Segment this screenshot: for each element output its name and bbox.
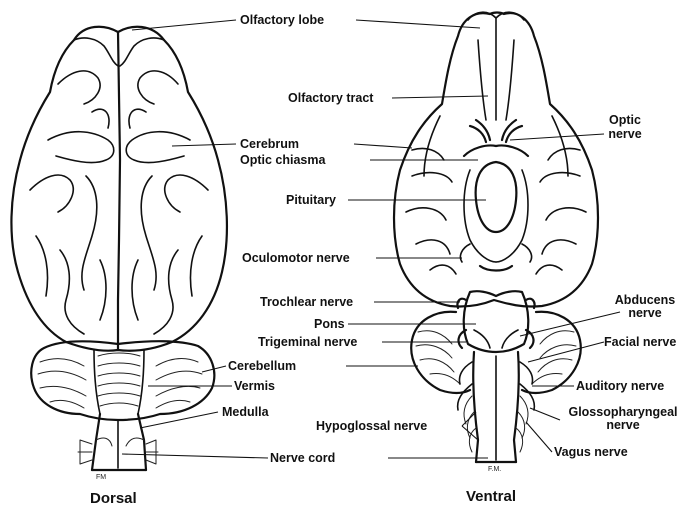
label-glossopharyngeal-nerve: Glossopharyngeal nerve bbox=[560, 406, 686, 432]
label-trochlear-nerve: Trochlear nerve bbox=[260, 295, 353, 309]
label-olfactory-tract: Olfactory tract bbox=[288, 91, 373, 105]
ventral-brain bbox=[394, 12, 598, 462]
label-medulla: Medulla bbox=[222, 405, 269, 419]
label-cerebellum: Cerebellum bbox=[228, 359, 296, 373]
optic-chiasma bbox=[464, 145, 528, 156]
view-title-dorsal: Dorsal bbox=[90, 490, 137, 507]
dorsal-medulla bbox=[92, 414, 146, 470]
label-trigeminal-nerve: Trigeminal nerve bbox=[258, 335, 357, 349]
signature-ventral: F.M. bbox=[488, 466, 501, 473]
dorsal-brain bbox=[11, 27, 227, 470]
label-abducens-nerve: Abducens nerve bbox=[612, 294, 678, 320]
label-hypoglossal-nerve: Hypoglossal nerve bbox=[316, 419, 427, 433]
label-pituitary: Pituitary bbox=[286, 193, 336, 207]
view-title-ventral: Ventral bbox=[466, 488, 516, 505]
label-oculomotor-nerve: Oculomotor nerve bbox=[242, 251, 350, 265]
label-nerve-cord: Nerve cord bbox=[270, 451, 335, 465]
signature-dorsal: FM bbox=[96, 474, 106, 481]
label-pons: Pons bbox=[314, 317, 345, 331]
label-facial-nerve: Facial nerve bbox=[604, 335, 676, 349]
label-optic-chiasma: Optic chiasma bbox=[240, 153, 325, 167]
label-cerebrum: Cerebrum bbox=[240, 137, 299, 151]
label-vermis: Vermis bbox=[234, 379, 275, 393]
label-optic-nerve: Optic nerve bbox=[604, 113, 646, 141]
label-auditory-nerve: Auditory nerve bbox=[576, 379, 664, 393]
label-vagus-nerve: Vagus nerve bbox=[554, 445, 628, 459]
label-olfactory-lobe: Olfactory lobe bbox=[240, 13, 324, 27]
pituitary-body bbox=[476, 162, 517, 232]
